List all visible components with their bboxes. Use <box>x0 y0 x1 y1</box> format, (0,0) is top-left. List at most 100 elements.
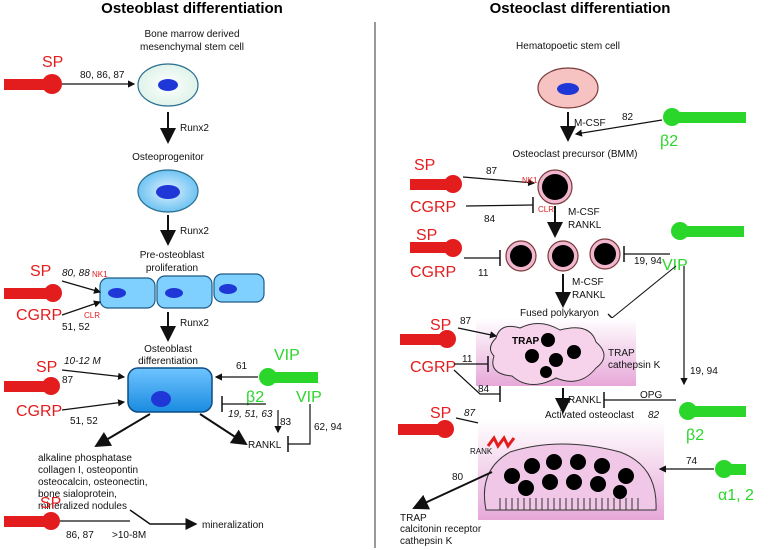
ref-r1994: 19, 94 <box>690 366 718 377</box>
osteoblast-cell <box>127 367 213 413</box>
alpha-label: α1, 2 <box>718 487 754 504</box>
mcsf-label-1: M-CSF <box>574 118 606 129</box>
cgrp-label-r2: CGRP <box>410 264 456 281</box>
ref-b82b: 82 <box>648 410 660 421</box>
ref-a74: 74 <box>686 456 698 467</box>
marker-line-4: bone sialoprotein, <box>38 489 117 500</box>
pre-osteoblast-label-2: proliferation <box>146 263 198 274</box>
rankl-label-left: RANKL <box>248 440 282 451</box>
mononuclear-nucleus-3 <box>594 243 616 265</box>
ref-c84b: 84 <box>478 384 490 395</box>
hematopoetic-label: Hematopoetic stem cell <box>516 41 620 52</box>
pre-osteoblast-nucleus-2 <box>165 288 183 298</box>
sp-arrow-r3 <box>457 327 498 339</box>
polykaryon-nucleus-1 <box>541 333 555 347</box>
rankl-label-2: RANKL <box>568 220 602 231</box>
sp-label-r3: SP <box>430 317 451 334</box>
clr-label-left: CLR <box>84 311 100 320</box>
vip-label-left-2: VIP <box>296 389 322 406</box>
ref-vip1994: 19, 94 <box>634 256 662 267</box>
activated-nucleus-4 <box>570 454 586 470</box>
ref-c84: 84 <box>484 214 496 225</box>
sp-receptor-head-r5 <box>436 420 454 438</box>
sp-receptor-head-r1 <box>444 175 462 193</box>
mcsf-label-3: M-CSF <box>572 277 604 288</box>
opg-label: OPG <box>640 390 662 401</box>
osteoblast-to-rankl-arrow <box>199 413 248 446</box>
left-title: Osteoblast differentiation <box>101 0 283 17</box>
product-cathepsin: cathepsin K <box>400 536 453 547</box>
rankl-label-right: RANKL <box>568 395 602 406</box>
ref-vip-1: 61 <box>236 361 248 372</box>
osteoblast-to-markers-arrow <box>94 413 151 448</box>
fused-polykaryon-label: Fused polykaryon <box>520 308 599 319</box>
pre-osteoblast-nucleus-3 <box>219 284 237 294</box>
activated-nucleus-2 <box>524 458 540 474</box>
beta2-receptor-bar-1 <box>676 112 746 123</box>
product-calcitonin: calcitonin receptor <box>400 524 482 535</box>
sp-receptor-bar-r2 <box>410 242 448 253</box>
pre-osteoblast-cell-2 <box>156 275 213 309</box>
cgrp-inhibit-line-r4 <box>453 369 500 395</box>
sp-arrow-3 <box>61 369 126 380</box>
marker-line-3: osteocalcin, osteonectin, <box>38 477 148 488</box>
marker-line-1: alkaline phosphatase <box>38 453 132 464</box>
sp-receptor-bar-r3 <box>400 334 442 345</box>
ref-b82a: 82 <box>622 112 634 123</box>
osteoblast-nucleus <box>151 391 171 407</box>
osteoclast-output-arrow <box>412 471 493 510</box>
ref-sp87b: 87 <box>460 316 472 327</box>
sp-receptor-bar-4 <box>4 516 46 527</box>
mononuclear-nucleus-1 <box>510 245 532 267</box>
polykaryon-nucleus-5 <box>540 366 552 378</box>
activated-nucleus-6 <box>618 468 634 484</box>
sp-label-r1: SP <box>414 157 435 174</box>
runx2-label-1: Runx2 <box>180 123 209 134</box>
sp-receptor-head-r3 <box>438 330 456 348</box>
rankl-label-3: RANKL <box>572 290 606 301</box>
cgrp-arrow-2 <box>61 300 102 316</box>
ref-c11: 11 <box>478 268 489 279</box>
sp-receptor-head-2 <box>44 284 62 302</box>
precursor-label: Osteoclast precursor (BMM) <box>512 149 637 160</box>
sp-receptor-bar <box>4 79 46 90</box>
vip-rankl-inhibit-line <box>288 404 311 445</box>
nk1-label-right: NK1 <box>522 176 538 185</box>
rank-receptors <box>486 435 516 449</box>
beta2-receptor-head-2 <box>679 402 697 420</box>
ref-83: 83 <box>280 417 292 428</box>
sp-arrow-r1 <box>462 176 536 187</box>
ref-sp-3: 87 <box>62 375 74 386</box>
activated-nucleus-1 <box>504 468 520 484</box>
sp-receptor-head-4 <box>42 512 60 530</box>
pre-osteoblast-nucleus-1 <box>108 288 126 298</box>
mesenchymal-label-1: Bone marrow derived <box>144 29 239 40</box>
beta2-label-1: β2 <box>660 133 678 150</box>
vip-receptor-bar-r <box>684 226 744 237</box>
mineralization-arrow <box>129 509 198 530</box>
sp-label-2: SP <box>30 263 51 280</box>
beta2-receptor-head-1 <box>663 108 681 126</box>
activated-nucleus-8 <box>542 474 558 490</box>
ref-sp87c: 87 <box>464 408 476 419</box>
polykaryon-cell <box>490 323 605 385</box>
osteoblast-label-1: Osteoblast <box>144 344 192 355</box>
mononuclear-nucleus-2 <box>552 245 574 267</box>
cgrp-label-r3: CGRP <box>410 359 456 376</box>
activated-nucleus-10 <box>590 476 606 492</box>
ref-cgrp-3: 51, 52 <box>70 416 98 427</box>
beta2-label-left: β2 <box>246 389 264 406</box>
polykaryon-nucleus-4 <box>567 345 581 359</box>
ref-conc-2: >10-8M <box>112 530 146 541</box>
vip-label-right: VIP <box>662 257 688 274</box>
sp-label-r2: SP <box>416 227 437 244</box>
cgrp-label-3: CGRP <box>16 403 62 420</box>
ref-r80: 80 <box>452 472 464 483</box>
ref-sp87a: 87 <box>486 166 498 177</box>
trap-cathepsin-1: TRAP <box>608 348 635 359</box>
osteoprogenitor-label: Osteoprogenitor <box>132 152 204 163</box>
sp-receptor-bar-r5 <box>398 424 440 435</box>
polykaryon-nucleus-3 <box>549 353 563 367</box>
